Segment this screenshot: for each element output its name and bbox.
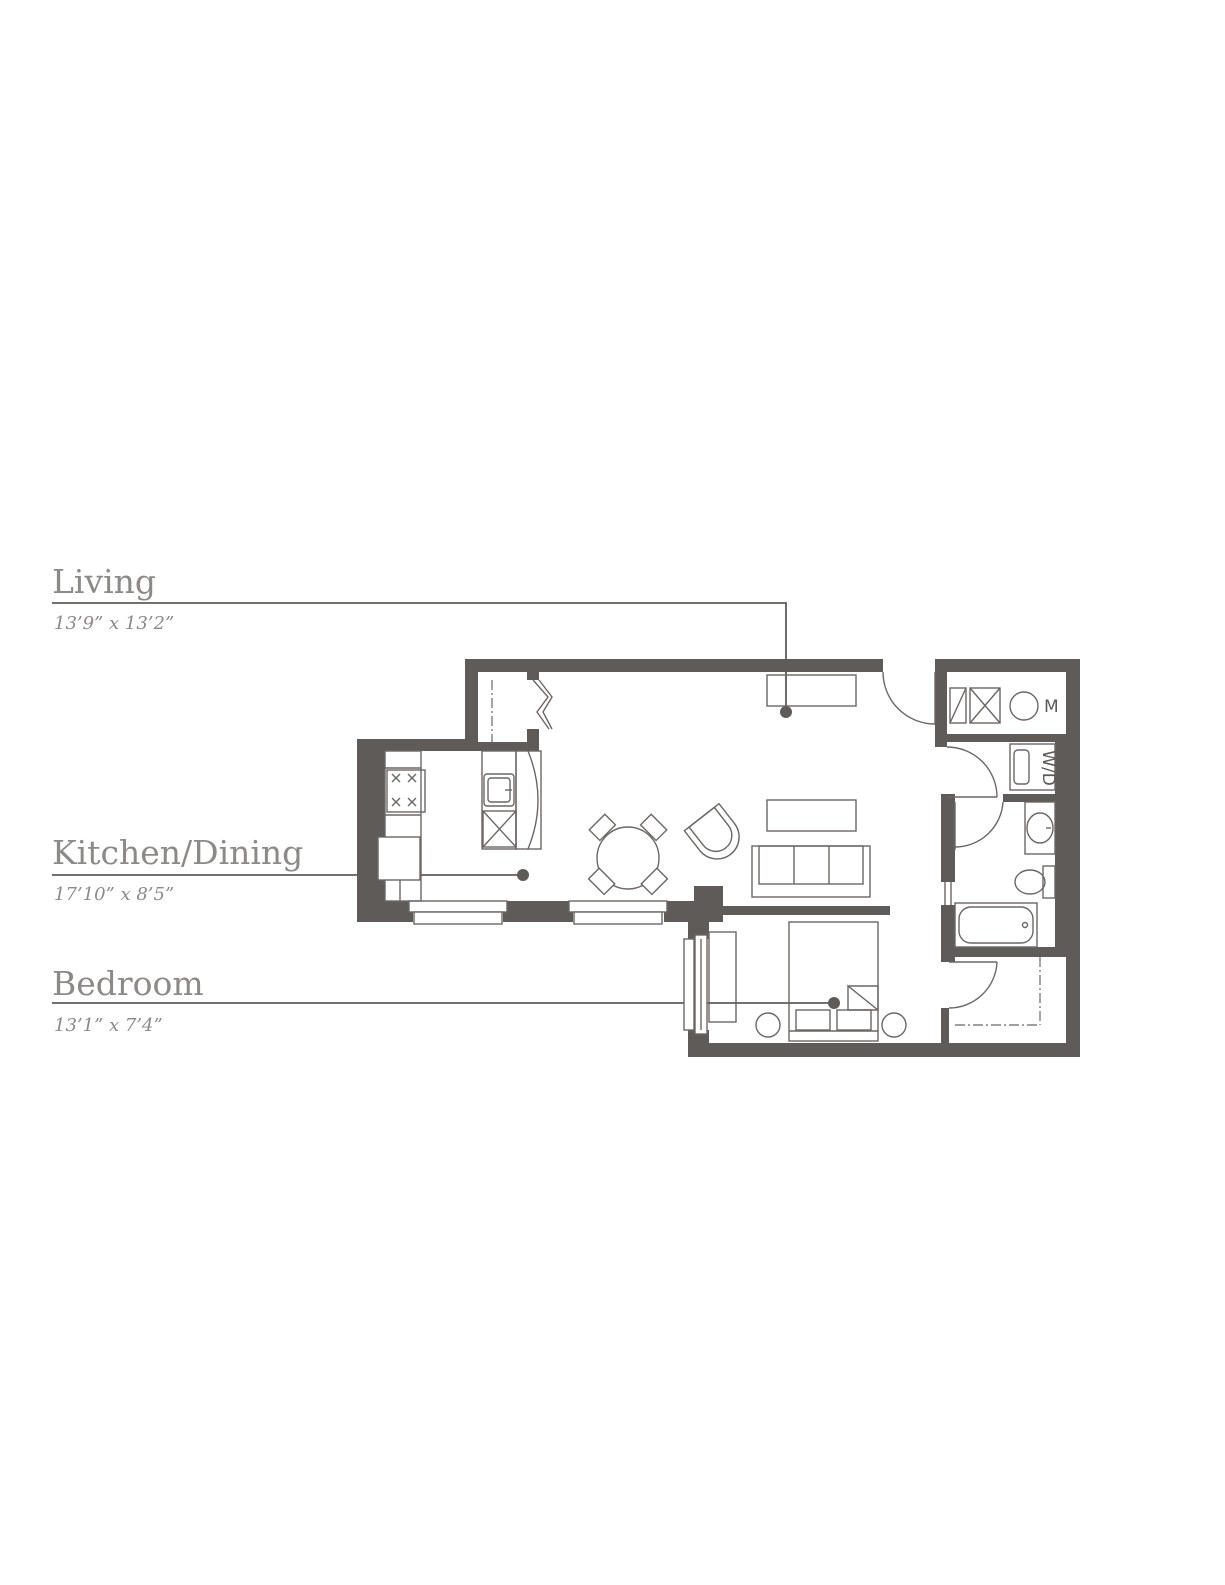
sink [483,773,515,807]
room-name-kitchen-dining: Kitchen/Dining [52,833,303,872]
living-furniture [683,674,871,898]
refrigerator [377,836,421,881]
toilet [1014,865,1056,899]
leader-dot-living [780,706,792,718]
mechanical-room: M [949,687,1059,724]
window-kitchen-left [408,900,508,925]
cooktop [386,769,426,813]
kitchen-fixtures [377,750,542,902]
mechanical-label: M [1044,697,1059,717]
room-name-bedroom: Bedroom [52,964,204,1003]
dishwasher [482,810,517,848]
leader-dot-kitchen-dining [517,869,529,881]
washer-dryer-label: W/D [1038,750,1058,786]
closets [491,680,1041,1026]
doors [532,671,1004,1009]
room-dims-bedroom: 13’1” x 7’4” [54,1015,163,1036]
room-name-living: Living [52,562,156,601]
sofa [751,845,871,898]
room-label-kitchen-dining: Kitchen/Dining 17’10” x 8’5” [52,833,303,905]
room-label-living: Living 13’9” x 13’2” [52,562,174,634]
nightstand-right [881,1012,907,1038]
vanity-sink [1024,801,1056,855]
armchair [683,802,740,860]
window-kitchen-right [568,900,668,925]
bathtub [954,902,1038,948]
leader-dot-bedroom [828,997,840,1009]
walls [357,659,1080,1057]
room-dims-kitchen-dining: 17’10” x 8’5” [54,884,174,905]
room-label-bedroom: Bedroom 13’1” x 7’4” [52,964,204,1036]
bedroom-furniture [708,921,907,1042]
window-bedroom [683,934,708,1035]
coffee-table [766,799,857,832]
dining-table [587,813,669,896]
nightstand-left [755,1012,781,1038]
bed [788,921,879,1042]
dresser [708,931,737,1023]
washer-dryer: W/D [1009,743,1058,791]
media-console [766,674,857,707]
bathroom-fixtures [954,801,1056,948]
room-dims-living: 13’9” x 13’2” [54,613,174,634]
windows [408,900,708,1035]
